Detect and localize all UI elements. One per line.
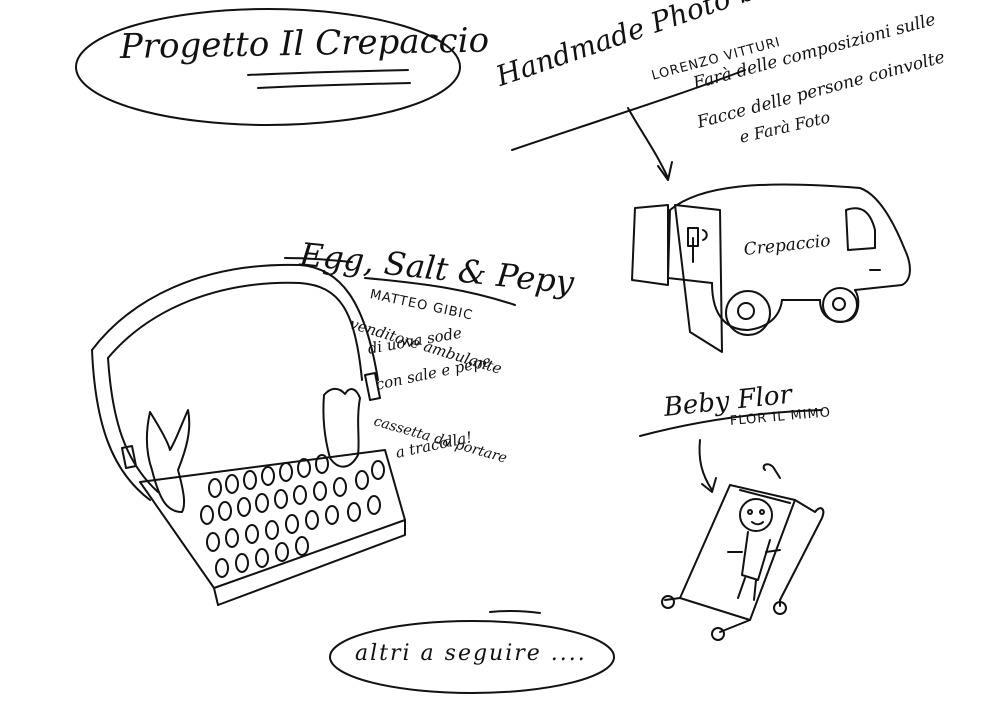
footer-dash (489, 609, 541, 614)
footer-text: altri a seguire .... (355, 641, 587, 666)
eggs-underline-2 (284, 257, 353, 263)
title-underline (247, 69, 409, 76)
photobooth-arrow (627, 107, 669, 179)
egg-box-drawing (91, 263, 406, 606)
title-underline-2 (257, 82, 411, 89)
photobooth-arrowhead (657, 161, 673, 181)
project-title: Progetto Il Crepaccio (119, 20, 490, 67)
footer-oval (329, 620, 615, 694)
title-oval (75, 8, 461, 126)
stroller-drawing (661, 463, 825, 641)
photobooth-underline (511, 69, 746, 151)
baby-arrowhead (701, 477, 717, 493)
baby-arrow (698, 439, 713, 491)
van-drawing (631, 183, 911, 353)
eggs-underline (364, 277, 516, 306)
baby-underline (639, 409, 823, 437)
